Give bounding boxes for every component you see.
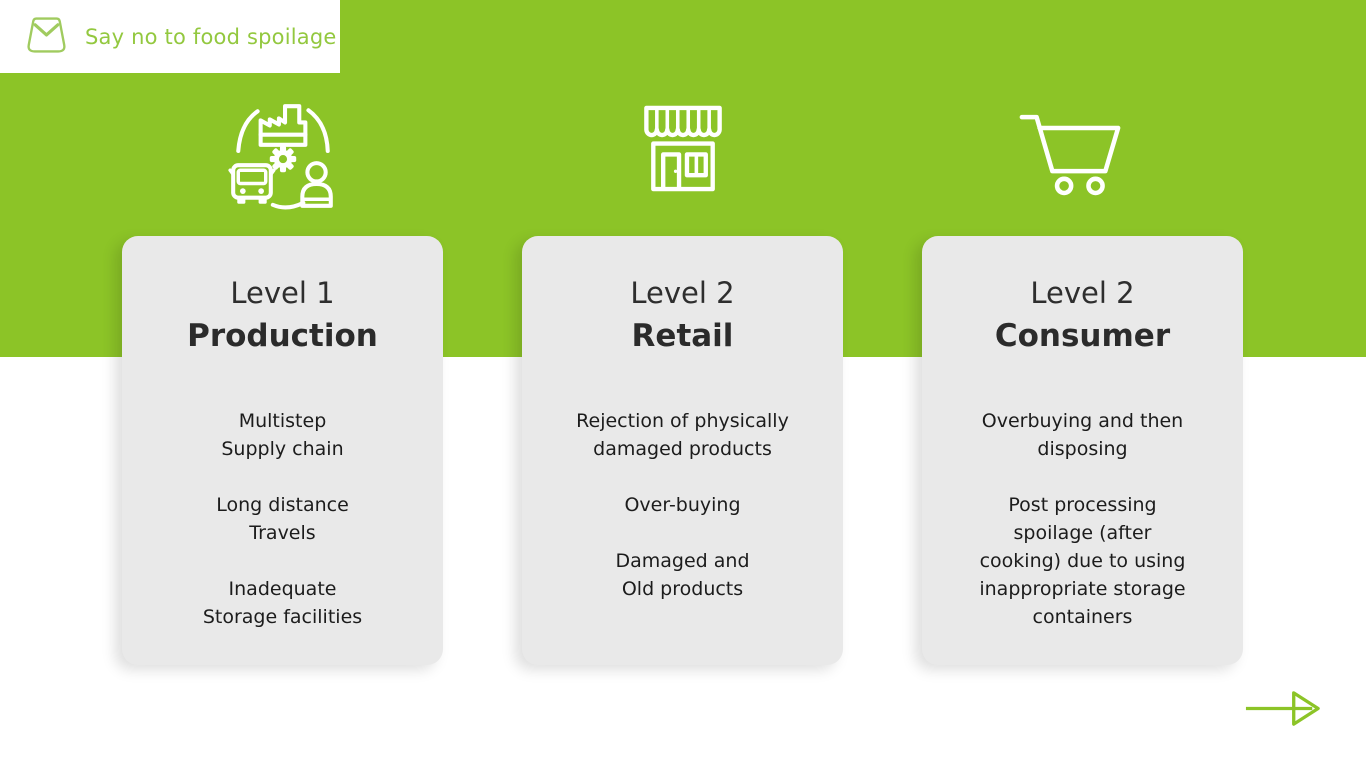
card-level: Level 2: [630, 276, 735, 310]
card-item: Over-buying: [624, 494, 741, 516]
card-title: Production: [187, 318, 378, 354]
arrow-right-icon[interactable]: [1244, 687, 1322, 730]
card-item: Damaged and Old products: [615, 550, 750, 600]
card-level: Level 1: [230, 276, 335, 310]
card-body: Rejection of physically damaged products…: [522, 407, 843, 603]
card-body: Multistep Supply chain Long distance Tra…: [122, 407, 443, 631]
card-production: Level 1 Production Multistep Supply chai…: [122, 236, 443, 665]
storefront-icon: [633, 100, 733, 199]
card-item: Rejection of physically damaged products: [576, 410, 789, 460]
card-retail: Level 2 Retail Rejection of physically d…: [522, 236, 843, 665]
shopping-cart-icon: [1016, 103, 1124, 202]
supply-chain-icon: [222, 94, 344, 216]
card-level: Level 2: [1030, 276, 1135, 310]
card-item: Multistep Supply chain: [221, 410, 344, 460]
brand-box: Say no to food spoilage: [0, 0, 340, 73]
card-item: Post processing spoilage (after cooking)…: [979, 494, 1186, 628]
card-item: Inadequate Storage facilities: [202, 578, 363, 628]
card-body: Overbuying and then disposing Post proce…: [922, 407, 1243, 631]
brand-title: Say no to food spoilage: [85, 24, 337, 49]
card-item: Long distance Travels: [216, 494, 349, 544]
card-title: Consumer: [994, 318, 1171, 354]
card-item: Overbuying and then disposing: [981, 410, 1184, 460]
card-consumer: Level 2 Consumer Overbuying and then dis…: [922, 236, 1243, 665]
mailbox-icon: [23, 15, 70, 58]
card-title: Retail: [631, 318, 734, 354]
